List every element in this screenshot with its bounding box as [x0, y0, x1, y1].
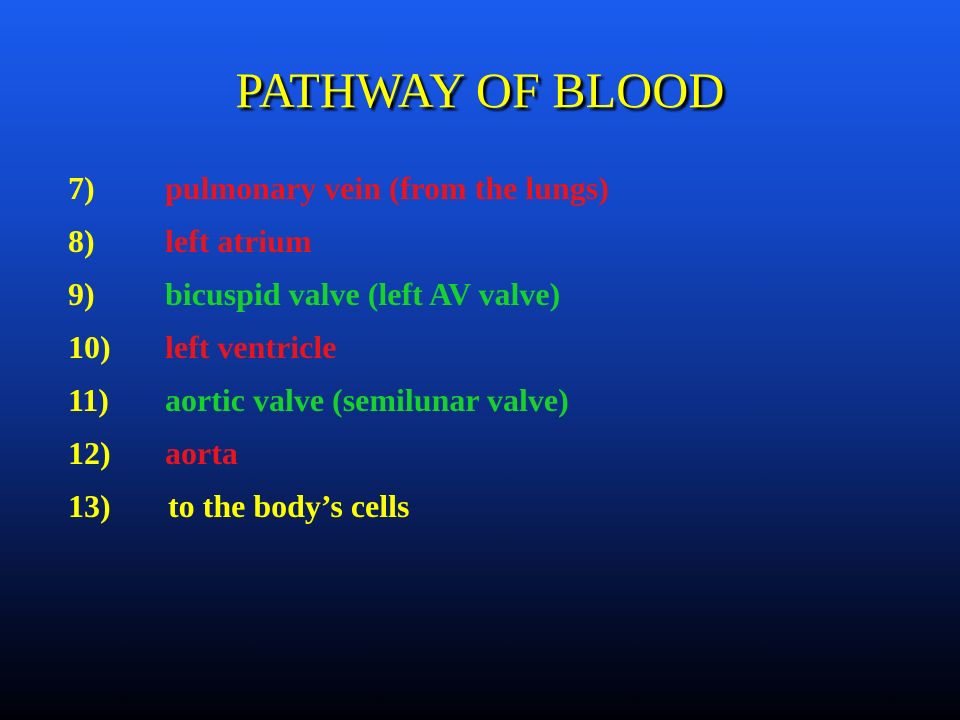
pathway-list: 7) pulmonary vein (from the lungs) 8) le…: [68, 162, 928, 533]
item-text: aorta: [165, 435, 238, 471]
slide-title: PATHWAY OF BLOOD: [235, 62, 725, 118]
item-number: 10): [68, 329, 111, 365]
list-item: 12) aorta: [68, 427, 928, 480]
item-text: left atrium: [165, 223, 312, 259]
item-text: pulmonary vein (from the lungs): [165, 170, 609, 206]
list-item: 13) to the body’s cells: [68, 480, 928, 533]
list-item: 7) pulmonary vein (from the lungs): [68, 162, 928, 215]
item-number: 8): [68, 223, 95, 259]
item-number: 11): [68, 382, 109, 418]
list-item: 10) left ventricle: [68, 321, 928, 374]
item-number: 7): [68, 170, 95, 206]
item-text: aortic valve (semilunar valve): [165, 382, 569, 418]
list-item: 8) left atrium: [68, 215, 928, 268]
item-number: 9): [68, 276, 95, 312]
item-text: bicuspid valve (left AV valve): [165, 276, 561, 312]
item-text: left ventricle: [165, 329, 337, 365]
item-text: to the body’s cells: [168, 488, 410, 524]
item-number: 13): [68, 488, 111, 524]
list-item: 11) aortic valve (semilunar valve): [68, 374, 928, 427]
item-number: 12): [68, 435, 111, 471]
list-item: 9) bicuspid valve (left AV valve): [68, 268, 928, 321]
